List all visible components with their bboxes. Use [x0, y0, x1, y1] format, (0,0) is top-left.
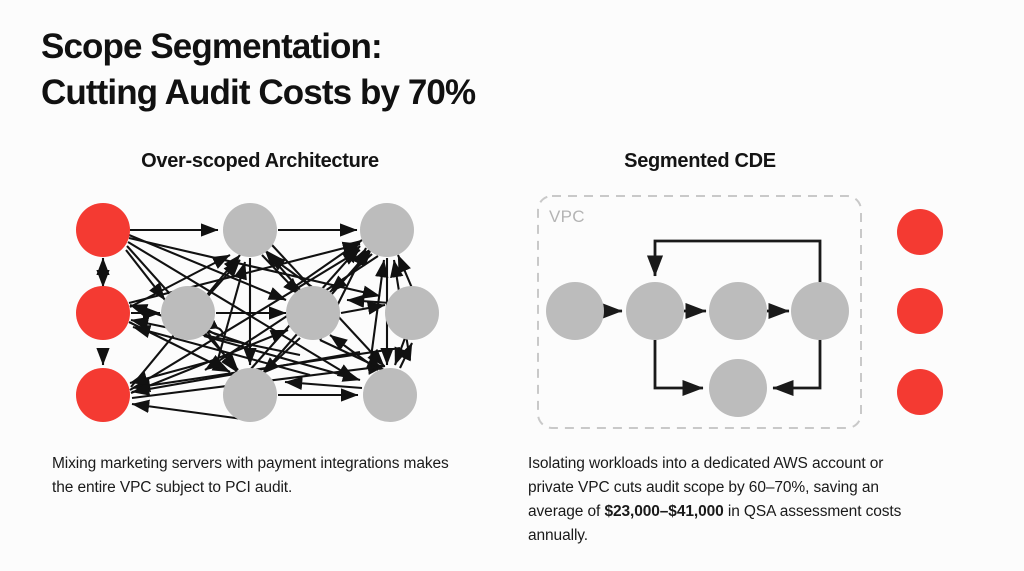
isolated-red-nodes [897, 209, 943, 415]
left-panel-heading: Over-scoped Architecture [141, 150, 379, 172]
in-scope-node [76, 203, 130, 257]
in-scope-node [76, 368, 130, 422]
segmented-nodes [546, 282, 849, 417]
server-node [223, 368, 277, 422]
cde-node [709, 359, 767, 417]
vpc-boundary-box [537, 195, 862, 429]
in-scope-node [76, 286, 130, 340]
left-panel-caption: Mixing marketing servers with payment in… [52, 455, 449, 497]
cde-node [546, 282, 604, 340]
mesh-nodes [76, 203, 439, 422]
server-node [385, 286, 439, 340]
cde-node [709, 282, 767, 340]
cde-node [791, 282, 849, 340]
server-node [363, 368, 417, 422]
isolated-node [897, 288, 943, 334]
server-node [223, 203, 277, 257]
isolated-node [897, 369, 943, 415]
segmented-edges [601, 239, 822, 397]
cde-node [626, 282, 684, 340]
server-node [360, 203, 414, 257]
right-panel-caption: Isolating workloads into a dedicated AWS… [528, 455, 902, 545]
right-panel-heading: Segmented CDE [624, 150, 776, 172]
server-node [286, 286, 340, 340]
vpc-label: VPC [549, 207, 585, 226]
server-node [161, 286, 215, 340]
isolated-node [897, 209, 943, 255]
page-title: Scope Segmentation: Cutting Audit Costs … [41, 27, 476, 112]
